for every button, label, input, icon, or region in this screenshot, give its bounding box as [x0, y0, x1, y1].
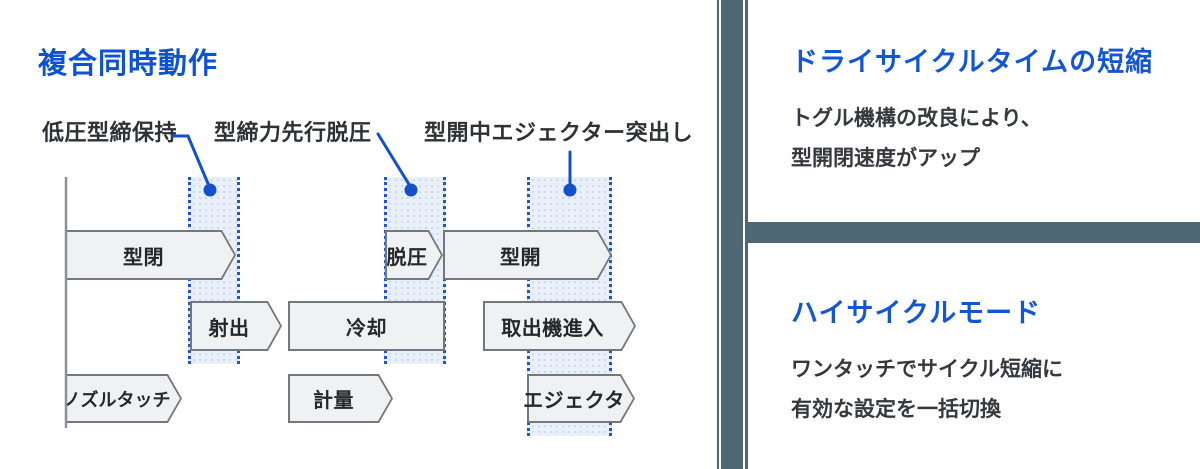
bar-shape — [65, 374, 182, 423]
bar-shape — [288, 301, 445, 351]
feature-line: トグル機構の改良により、 — [791, 107, 1042, 130]
bar-label: 型開 — [500, 246, 541, 269]
feature-body: ワンタッチでサイクル短縮に 有効な設定を一括切換 — [791, 350, 1200, 430]
process-bar-cooling: 冷却 — [288, 301, 445, 351]
feature-card-dry-cycle: ドライサイクルタイムの短縮 トグル機構の改良により、 型開閉速度がアップ — [748, 0, 1200, 222]
bar-shape — [443, 230, 612, 280]
bar-shape — [65, 230, 236, 280]
bar-label: 冷却 — [346, 317, 387, 340]
bar-shape — [190, 301, 282, 351]
process-bar-injection: 射出 — [190, 301, 282, 351]
bar-label: 射出 — [208, 317, 250, 340]
process-bar-metering: 計量 — [288, 374, 393, 423]
process-bar-decompression: 脱圧 — [385, 230, 443, 280]
bar-label: ノズルタッチ — [62, 389, 171, 410]
callout-ejector-during-mold-open: 型開中エジェクター突出し — [424, 120, 694, 145]
process-bar-nozzle-touch: ノズルタッチ — [62, 374, 182, 423]
page-title: 複合同時動作 — [38, 48, 219, 80]
timing-diagram: 複合同時動作 低圧型締保持 型締力先行脱圧 型開中エジェクター突出し 型閉 脱圧… — [0, 0, 717, 469]
feature-panel: ドライサイクルタイムの短縮 トグル機構の改良により、 型開閉速度がアップ ハイサ… — [745, 0, 1200, 469]
bar-label: エジェクタ — [523, 390, 625, 412]
bar-shape — [483, 301, 636, 351]
bar-shape — [385, 230, 443, 280]
bar-label: 計量 — [313, 390, 354, 412]
feature-title: ハイサイクルモード — [791, 298, 1042, 328]
callout-low-pressure-clamp-hold: 低圧型締保持 — [42, 120, 178, 145]
feature-body: トグル機構の改良により、 型開閉速度がアップ — [791, 99, 1200, 179]
process-bar-mold-close: 型閉 — [65, 230, 236, 280]
feature-line: ワンタッチでサイクル短縮に — [791, 358, 1063, 381]
bar-shape — [527, 374, 635, 423]
vertical-divider-bar — [721, 0, 743, 469]
process-bar-mold-open: 型開 — [443, 230, 612, 280]
feature-title: ドライサイクルタイムの短縮 — [791, 47, 1154, 77]
vertical-divider-line — [717, 0, 719, 469]
bar-shape — [288, 374, 393, 423]
feature-line: 型開閉速度がアップ — [791, 147, 980, 170]
callout-clamp-force-pre-decompression: 型締力先行脱圧 — [214, 120, 372, 145]
process-bar-ejector: エジェクタ — [523, 374, 635, 423]
feature-card-high-cycle: ハイサイクルモード ワンタッチでサイクル短縮に 有効な設定を一括切換 — [748, 243, 1200, 469]
bar-label: 型閉 — [123, 246, 164, 269]
bar-label: 取出機進入 — [501, 317, 604, 340]
bar-label: 脱圧 — [386, 246, 428, 269]
feature-line: 有効な設定を一括切換 — [791, 398, 1001, 421]
process-bar-takeout-robot-entry: 取出機進入 — [483, 301, 636, 351]
